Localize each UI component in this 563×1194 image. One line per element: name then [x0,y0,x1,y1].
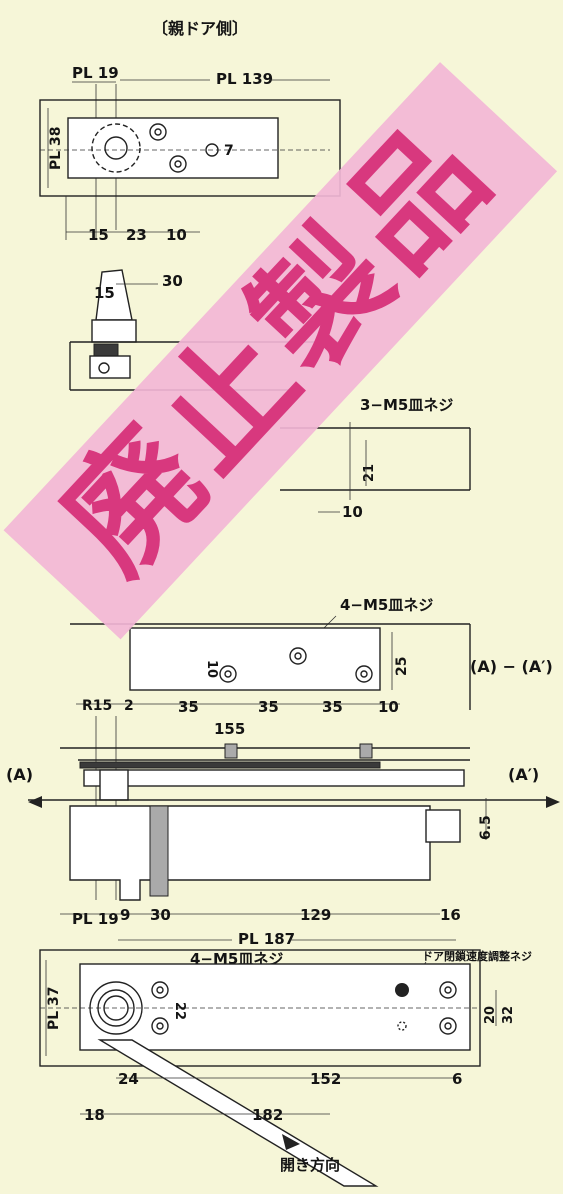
dim-24: 24 [118,1070,139,1088]
banner-band [3,62,558,640]
dim-129: 129 [300,906,331,924]
front-screw-label: 3−M5皿ネジ [360,396,453,414]
dim-35-c: 35 [322,698,343,716]
open-direction-label: 開き方向 [280,1156,340,1174]
dim-2: 2 [124,698,134,714]
dim-pl139: PL 139 [216,70,273,88]
dim-21: 21 [362,464,377,482]
dim-152: 152 [310,1070,341,1088]
plate-view: 4−M5皿ネジ 10 25 (A) − (A′) R15 2 35 35 35 … [70,596,553,900]
dim-9: 9 [120,906,130,924]
dim-15-top: 15 [88,226,109,244]
section-view: (A) (A′) 6.5 9 30 129 16 [6,743,560,924]
dim-10-top: 10 [166,226,187,244]
section-label: (A) − (A′) [470,657,553,676]
dim-10-plate-b: 10 [378,698,399,716]
dim-15-side: 15 [94,284,115,302]
dim-35-a: 35 [178,698,199,716]
dim-22: 22 [172,1002,187,1020]
dim-23: 23 [126,226,147,244]
dim-25: 25 [394,657,410,676]
dim-30-section: 30 [150,906,171,924]
plate-screw-label: 4−M5皿ネジ [340,596,433,614]
dim-pl37: PL 37 [46,986,62,1030]
dim-32: 32 [501,1006,516,1024]
adjust-screw-label: ドア閉鎖速度調整ネジ [422,949,532,963]
dim-pl38: PL 38 [48,126,64,170]
dim-30-side: 30 [162,272,183,290]
drawing-title: 〔親ドア側〕 [152,19,248,38]
section-marker-left: (A) [6,765,33,784]
dim-pl187: PL 187 [238,930,295,948]
dim-pl19-top: PL 19 [72,64,119,82]
top-view: PL 19 PL 139 7 PL 38 15 23 10 [39,64,341,244]
dim-7: 7 [224,143,234,159]
dim-35-b: 35 [258,698,279,716]
dim-182: 182 [252,1106,283,1124]
bottom-view: PL 19 PL 187 4−M5皿ネジ ドア閉鎖速度調整ネジ 22 20 32… [39,910,532,1187]
dim-18: 18 [84,1106,105,1124]
arrow-right-icon [546,796,560,808]
dim-155: 155 [214,720,245,738]
dim-16: 16 [440,906,461,924]
open-direction-arrow-icon [282,1134,300,1150]
dim-6-5: 6.5 [478,815,494,840]
dim-pl19-bottom: PL 19 [72,910,119,928]
dim-r15: R15 [82,698,112,714]
dim-10-front: 10 [342,503,363,521]
arrow-left-icon [28,796,42,808]
section-marker-right: (A′) [508,765,539,784]
dim-6-bottom: 6 [452,1070,462,1088]
dim-10-plate: 10 [204,660,219,678]
dim-20: 20 [483,1006,498,1024]
